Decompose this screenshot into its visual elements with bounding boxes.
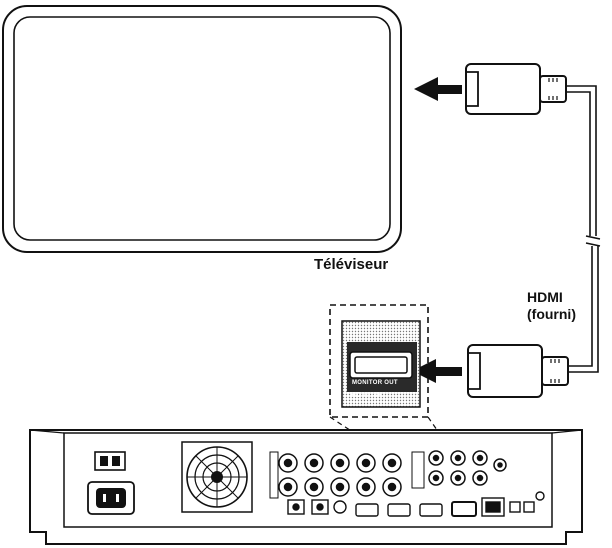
hdmi-label-line1: HDMI	[527, 289, 563, 305]
hdmi-plug-bottom	[467, 344, 569, 398]
hdmi-label-line2: (fourni)	[527, 306, 576, 322]
arrow-into-port	[412, 359, 462, 383]
television	[2, 5, 402, 253]
bottom-ports	[287, 491, 545, 517]
fan-icon	[181, 441, 253, 513]
arrow-into-tv	[414, 77, 462, 101]
tv-label: Téléviseur	[314, 256, 389, 273]
rca-jacks	[278, 450, 507, 497]
hdmi-cable-label: HDMI (fourni)	[527, 289, 576, 323]
receiver-back-panel	[29, 429, 583, 545]
hdmi-4k-label: HDMI 4K	[351, 392, 384, 399]
hdmi-plug-top	[465, 63, 567, 115]
hdmi-cable	[566, 85, 601, 373]
monitor-out-label: MONITOR OUT	[352, 380, 398, 386]
